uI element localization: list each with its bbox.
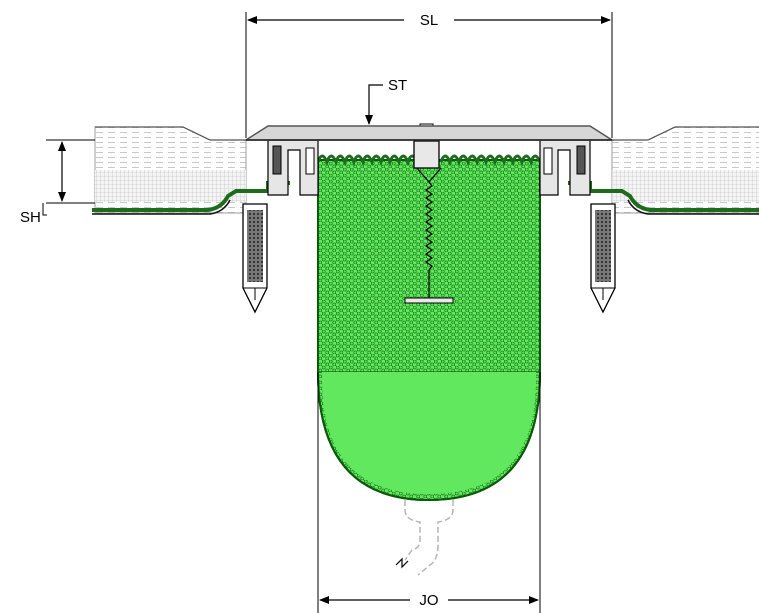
drain-tube bbox=[395, 500, 454, 576]
dimension-sl: SL bbox=[245, 12, 613, 138]
retainer-right bbox=[539, 139, 591, 196]
dimension-st: ST bbox=[365, 77, 407, 125]
dimension-jo: JO bbox=[317, 372, 541, 613]
jo-label: JO bbox=[419, 592, 438, 609]
substrate-left bbox=[94, 126, 247, 214]
retainer-left bbox=[267, 139, 319, 196]
sl-label: SL bbox=[420, 12, 438, 29]
dimension-sh: SH bbox=[20, 139, 95, 226]
foam-seal bbox=[317, 159, 541, 502]
st-label: ST bbox=[388, 77, 407, 94]
membrane-flashing bbox=[92, 181, 759, 215]
anchor-right bbox=[590, 203, 616, 314]
cover-plate bbox=[243, 125, 615, 141]
anchor-left bbox=[242, 203, 268, 314]
bellows-membrane bbox=[316, 154, 542, 167]
substrate-right bbox=[611, 126, 759, 214]
sh-label: SH bbox=[20, 209, 41, 226]
